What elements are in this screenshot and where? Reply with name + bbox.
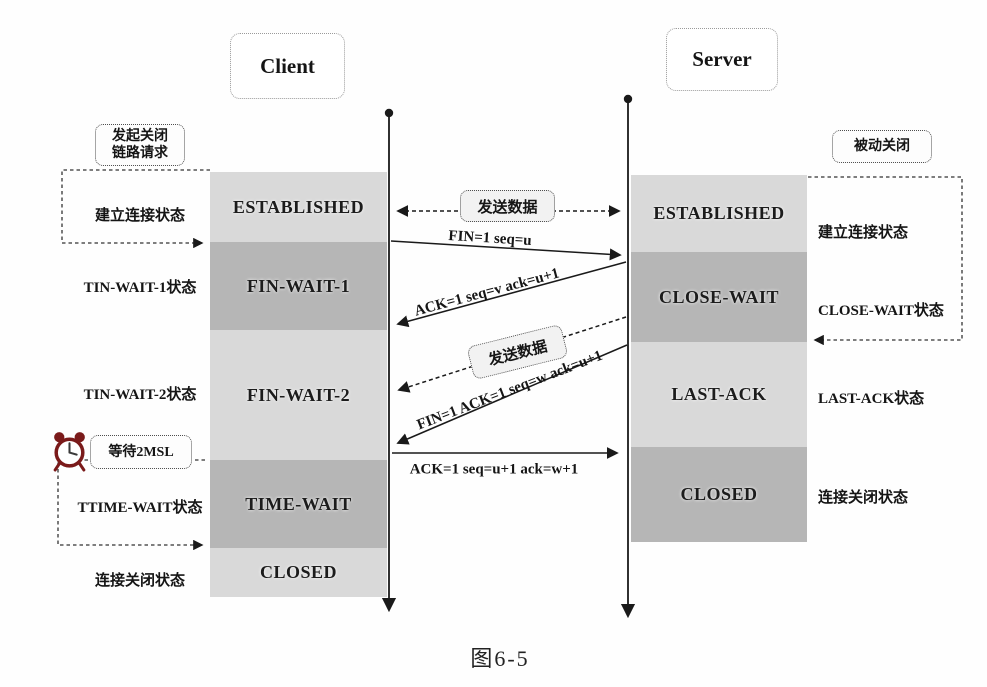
- fin-ack-arrow: [396, 344, 628, 445]
- client-header-box: Client: [230, 33, 345, 99]
- client-state-fin-wait-2-label: FIN-WAIT-2: [246, 384, 351, 405]
- server-state-close-wait: CLOSE-WAIT: [631, 252, 807, 342]
- server-side-label-closed: 连接关闭状态: [818, 490, 909, 506]
- last-ack-message-label: ACK=1 seq=u+1 ack=w+1: [409, 461, 579, 478]
- server-side-label-last-ack: LAST-ACK状态: [818, 391, 925, 407]
- client-state-fin-wait-1: FIN-WAIT-1: [210, 242, 387, 330]
- client-lifeline: [381, 108, 397, 613]
- server-state-last-ack-label: LAST-ACK: [671, 384, 767, 404]
- send-data-box-1: 发送数据: [460, 190, 555, 222]
- server-state-established: ESTABLISHED: [631, 175, 807, 252]
- initiate-close-note-line2: 链路请求: [112, 146, 168, 161]
- passive-close-note-label: 被动关闭: [854, 139, 910, 154]
- wait-2msl-note-label: 等待2MSL: [108, 444, 174, 460]
- figure-caption: 图6-5: [470, 646, 530, 671]
- client-side-label-time-wait: TTIME-WAIT状态: [77, 500, 203, 516]
- client-initiate-bracket: [61, 169, 210, 249]
- client-state-fin-wait-1-label: FIN-WAIT-1: [246, 275, 351, 296]
- fin-arrow: [390, 240, 622, 261]
- server-header-box: Server: [666, 28, 778, 91]
- server-header-label: Server: [692, 47, 752, 71]
- server-passive-bracket: [808, 176, 963, 346]
- server-state-close-wait-label: CLOSE-WAIT: [658, 286, 780, 307]
- client-state-established: ESTABLISHED: [210, 172, 387, 242]
- server-side-label-close-wait: CLOSE-WAIT状态: [818, 303, 944, 319]
- client-state-closed-label: CLOSED: [259, 562, 338, 582]
- client-side-label-fin-wait-1: TIN-WAIT-1状态: [83, 280, 197, 296]
- wait-2msl-note: 等待2MSL: [90, 435, 192, 469]
- server-state-closed-label: CLOSED: [680, 484, 758, 504]
- server-state-established-label: ESTABLISHED: [653, 203, 785, 223]
- initiate-close-note-line1: 发起关闭: [112, 129, 168, 144]
- client-header-label: Client: [260, 53, 315, 78]
- client-state-time-wait: TIME-WAIT: [210, 460, 387, 548]
- alarm-clock-icon: [53, 432, 86, 472]
- server-state-last-ack: LAST-ACK: [631, 342, 807, 447]
- initiate-close-note: 发起关闭 链路请求: [95, 124, 185, 166]
- client-state-time-wait-label: TIME-WAIT: [245, 493, 352, 514]
- server-side-label-established: 建立连接状态: [818, 225, 909, 241]
- server-lifeline: [620, 94, 636, 619]
- client-side-label-fin-wait-2: TIN-WAIT-2状态: [83, 387, 197, 403]
- client-state-established-label: ESTABLISHED: [232, 196, 365, 217]
- client-state-fin-wait-2: FIN-WAIT-2: [210, 330, 387, 460]
- send-data-box-1-label: 发送数据: [477, 199, 538, 216]
- server-state-closed: CLOSED: [631, 447, 807, 542]
- client-side-label-closed: 连接关闭状态: [94, 573, 185, 589]
- ack-arrow: [396, 261, 627, 328]
- client-state-closed: CLOSED: [210, 548, 387, 597]
- passive-close-note: 被动关闭: [832, 130, 932, 163]
- client-side-label-established: 建立连接状态: [94, 208, 185, 224]
